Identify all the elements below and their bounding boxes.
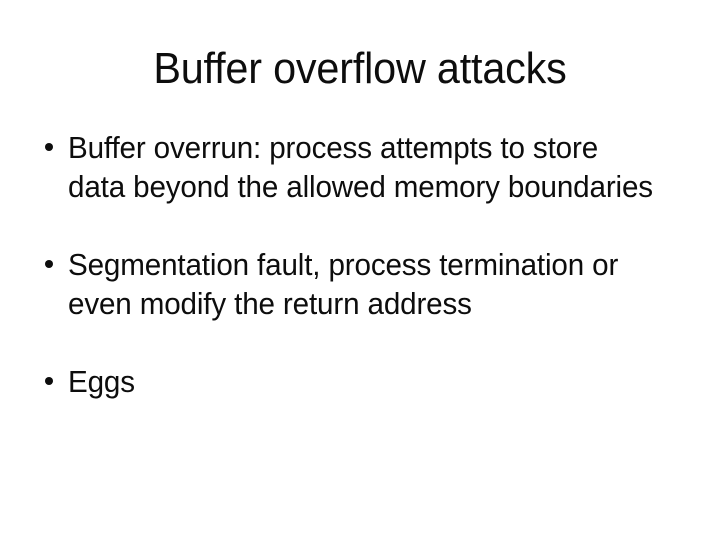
round-bullet-icon bbox=[45, 143, 53, 151]
page-title: Buffer overflow attacks bbox=[153, 44, 567, 93]
list-item-label: Segmentation fault, process termination … bbox=[68, 247, 619, 321]
round-bullet-icon bbox=[45, 377, 53, 385]
list-item: Segmentation fault, process termination … bbox=[40, 245, 688, 323]
list-item-label: Buffer overrun: process attempts to stor… bbox=[68, 130, 653, 204]
list-item-label: Eggs bbox=[68, 364, 135, 399]
round-bullet-icon bbox=[45, 260, 53, 268]
slide-body-content: Buffer overrun: process attempts to stor… bbox=[40, 128, 688, 401]
list-item: Buffer overrun: process attempts to stor… bbox=[40, 128, 688, 206]
list-item: Eggs bbox=[40, 362, 688, 401]
